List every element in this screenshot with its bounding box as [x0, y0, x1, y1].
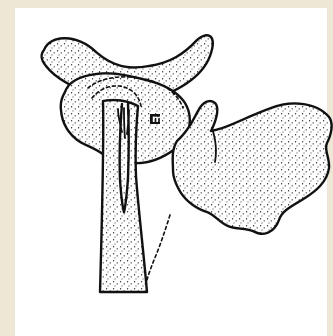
right-lobe-shape: [173, 101, 332, 234]
marker-label: m: [152, 114, 162, 125]
central-streak-middle: [124, 108, 125, 138]
dashed-connector: [146, 215, 170, 284]
